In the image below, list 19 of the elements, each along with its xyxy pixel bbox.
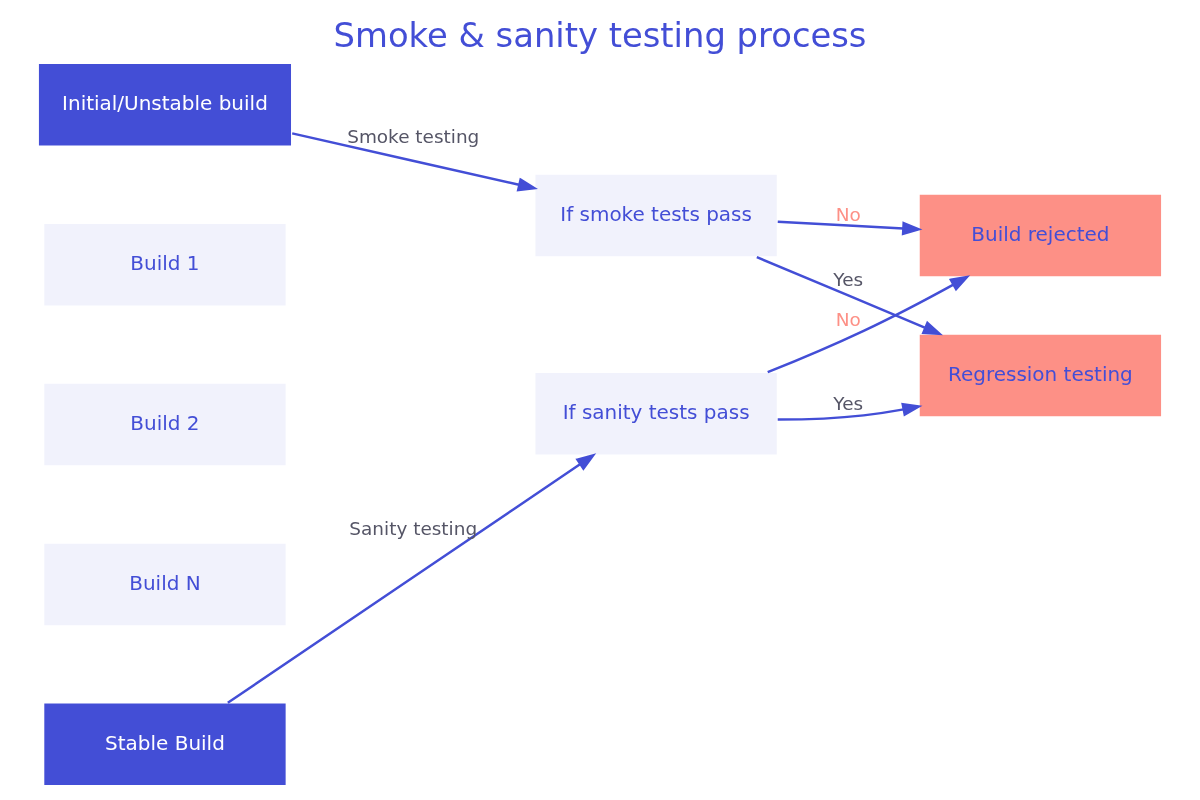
node-box: If smoke tests pass: [533, 173, 779, 258]
edge-label: Sanity testing: [349, 517, 478, 539]
arrow: [227, 453, 597, 704]
edge-label: No: [835, 308, 861, 330]
arrow: [767, 275, 971, 374]
edge-label: No: [835, 204, 861, 226]
arrow: [777, 220, 923, 236]
edge-label: Smoke testing: [347, 125, 480, 147]
node-box: If sanity tests pass: [533, 371, 779, 457]
arrow: [777, 402, 923, 421]
arrow: [756, 256, 943, 336]
node-box: Regression testing: [918, 333, 1163, 418]
node-box: Build rejected: [918, 193, 1163, 278]
diagram-title: Smoke & sanity testing process: [333, 16, 867, 56]
arrow: [291, 132, 538, 192]
edge-label: Yes: [833, 268, 864, 290]
edge-label: Yes: [833, 393, 864, 415]
node-box: Stable Build: [42, 702, 288, 787]
node-box: Initial/Unstable build: [37, 62, 293, 148]
